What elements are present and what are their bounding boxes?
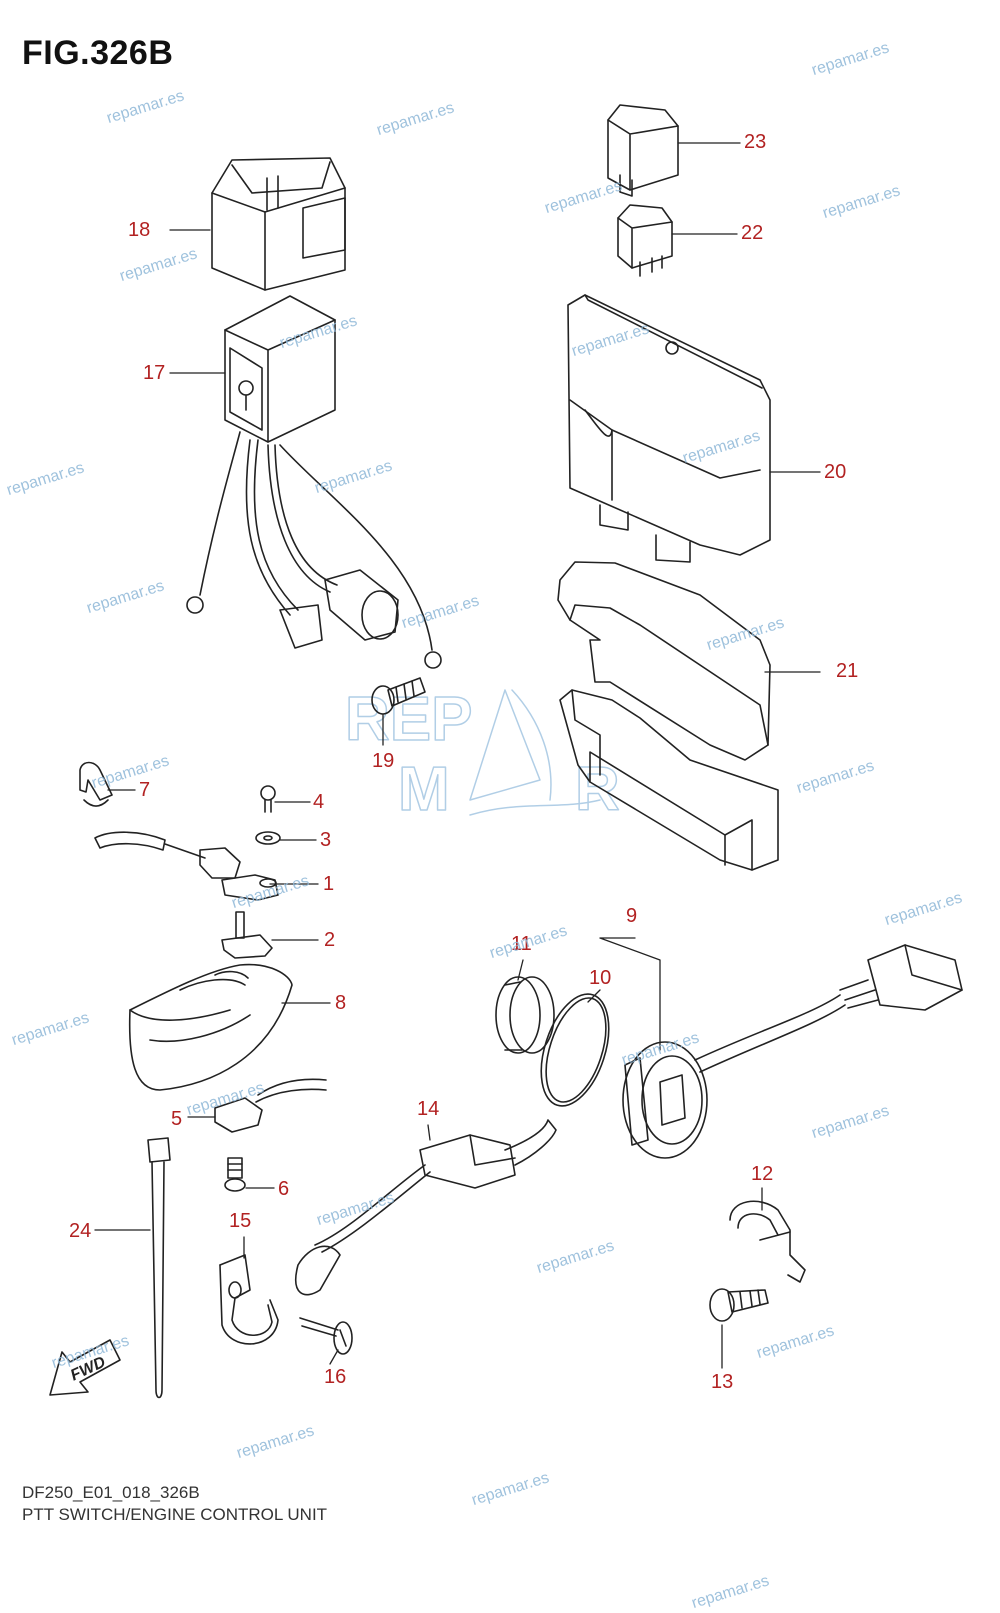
part-24-cable-tie — [147, 1137, 171, 1399]
part-12-clamp — [729, 1200, 806, 1283]
part-14-switch — [295, 1119, 557, 1296]
part-13-bolt — [709, 1288, 769, 1322]
callout-20: 20 — [824, 461, 847, 483]
callout-2: 2 — [324, 929, 336, 951]
part-10-oring — [540, 993, 610, 1107]
callout-9: 9 — [626, 905, 638, 927]
part-9-switch — [622, 944, 963, 1159]
callout-3: 3 — [320, 829, 332, 851]
callout-4: 4 — [313, 791, 325, 813]
logo-text-m: M — [398, 755, 450, 824]
callout-12: 12 — [751, 1163, 774, 1185]
part-22-relay — [617, 204, 673, 277]
part-15-clamp — [219, 1254, 279, 1345]
callout-13: 13 — [711, 1371, 734, 1393]
part-3-washer — [255, 831, 281, 845]
part-19-bolt — [371, 677, 426, 715]
callout-5: 5 — [171, 1108, 183, 1130]
callout-11: 11 — [511, 933, 532, 955]
part-5-switch — [214, 1078, 327, 1133]
callout-10: 10 — [589, 967, 612, 989]
part-7-clip — [79, 761, 113, 807]
callout-15: 15 — [229, 1210, 252, 1232]
callout-17: 17 — [143, 362, 166, 384]
callout-16: 16 — [324, 1366, 347, 1388]
callout-6: 6 — [278, 1178, 290, 1200]
part-11-ring — [495, 976, 555, 1054]
callout-22: 22 — [741, 222, 764, 244]
callout-19: 19 — [372, 750, 395, 772]
part-18-cover — [211, 157, 346, 291]
part-23-relay — [607, 104, 679, 197]
part-8-cover — [128, 963, 293, 1091]
part-2-pin — [221, 911, 273, 959]
part-4-screw — [260, 785, 276, 813]
figure-code: DF250_E01_018_326B — [22, 1483, 200, 1502]
part-16-screw — [299, 1317, 353, 1355]
part-1-sensor — [94, 831, 279, 901]
part-21-cushion — [557, 561, 779, 871]
part-17-unit — [186, 295, 442, 669]
callout-24: 24 — [69, 1220, 92, 1242]
callout-18: 18 — [128, 219, 151, 241]
callout-1: 1 — [323, 873, 335, 895]
callout-14: 14 — [417, 1098, 440, 1120]
callout-21: 21 — [836, 660, 859, 682]
part-20-ecu — [567, 294, 771, 563]
leader-lines — [94, 142, 821, 1369]
figure-description: PTT SWITCH/ENGINE CONTROL UNIT — [22, 1505, 328, 1524]
callout-8: 8 — [335, 992, 347, 1014]
part-6-bolt — [224, 1157, 246, 1192]
logo-text-rep: REP — [345, 685, 472, 754]
callout-23: 23 — [744, 131, 767, 153]
callout-7: 7 — [139, 779, 151, 801]
figure-title: FIG.326B — [22, 34, 174, 72]
